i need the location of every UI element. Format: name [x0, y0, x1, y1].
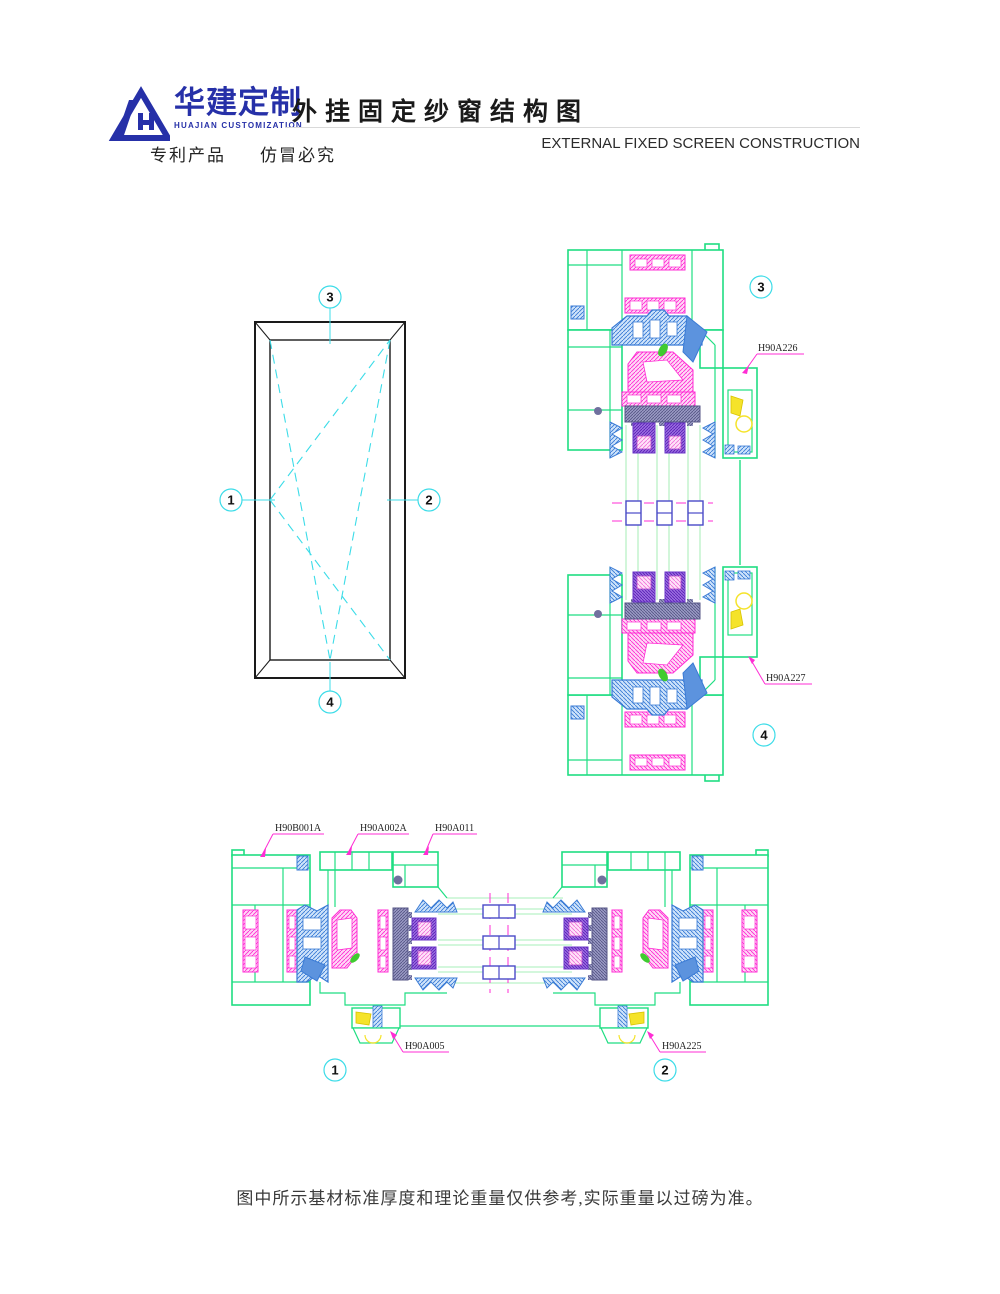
brand-name-cn: 华建定制 — [174, 85, 302, 120]
callout-2: 2 — [425, 493, 432, 508]
label-h90a005: H90A005 — [405, 1041, 444, 1052]
logo-triangle-icon — [108, 86, 170, 141]
window-frame — [254, 321, 406, 679]
glass-break-symbol — [482, 893, 516, 993]
callout-1: 1 — [227, 493, 234, 508]
sill-section-profile — [567, 566, 758, 782]
vertical-section-annotations: H90A226 H90A227 3 4 — [742, 275, 812, 747]
window-schematic: 3 4 1 2 — [219, 285, 441, 714]
page-title-en: EXTERNAL FIXED SCREEN CONSTRUCTION — [541, 135, 860, 152]
callout-2: 2 — [661, 1063, 668, 1078]
head-section-profile — [567, 243, 758, 459]
callout-4: 4 — [326, 695, 334, 710]
schematic-callouts: 3 4 1 2 — [219, 285, 441, 714]
tilt-turn-symbol — [269, 339, 391, 661]
page-title: 外挂固定纱窗结构图 — [292, 99, 590, 126]
callout-4: 4 — [760, 728, 768, 743]
company-logo: 华建定制 HUAJIAN CUSTOMIZATION — [108, 86, 303, 144]
footer-note: 图中所示基材标准厚度和理论重量仅供参考,实际重量以过磅为准。 — [236, 1189, 764, 1208]
jamb-section-profile-right — [542, 849, 769, 1044]
patent-right: 仿冒必究 — [260, 146, 336, 165]
label-h90b001a: H90B001A — [275, 823, 322, 834]
label-h90a011: H90A011 — [435, 823, 474, 834]
vertical-section-drawing: H90A226 H90A227 3 4 — [567, 243, 812, 782]
label-h90a002a: H90A002A — [360, 823, 407, 834]
label-h90a226: H90A226 — [758, 343, 797, 354]
title-divider — [285, 127, 860, 128]
horizontal-section-drawing: H90B001A H90A002A H90A011 H90A005 H90A22… — [231, 823, 769, 1082]
glass-break-symbol — [612, 500, 713, 526]
callout-3: 3 — [326, 290, 333, 305]
label-h90a227: H90A227 — [766, 673, 805, 684]
jamb-section-profile — [231, 849, 458, 1044]
patent-notice: 专利产品 仿冒必究 — [150, 141, 370, 166]
patent-left: 专利产品 — [150, 146, 226, 165]
callout-leaders — [242, 308, 418, 691]
horizontal-section-annotations: H90B001A H90A002A H90A011 H90A005 H90A22… — [260, 823, 706, 1082]
brand-name-en: HUAJIAN CUSTOMIZATION — [174, 121, 303, 130]
callout-1: 1 — [331, 1063, 338, 1078]
callout-3: 3 — [757, 280, 764, 295]
label-h90a225: H90A225 — [662, 1041, 701, 1052]
